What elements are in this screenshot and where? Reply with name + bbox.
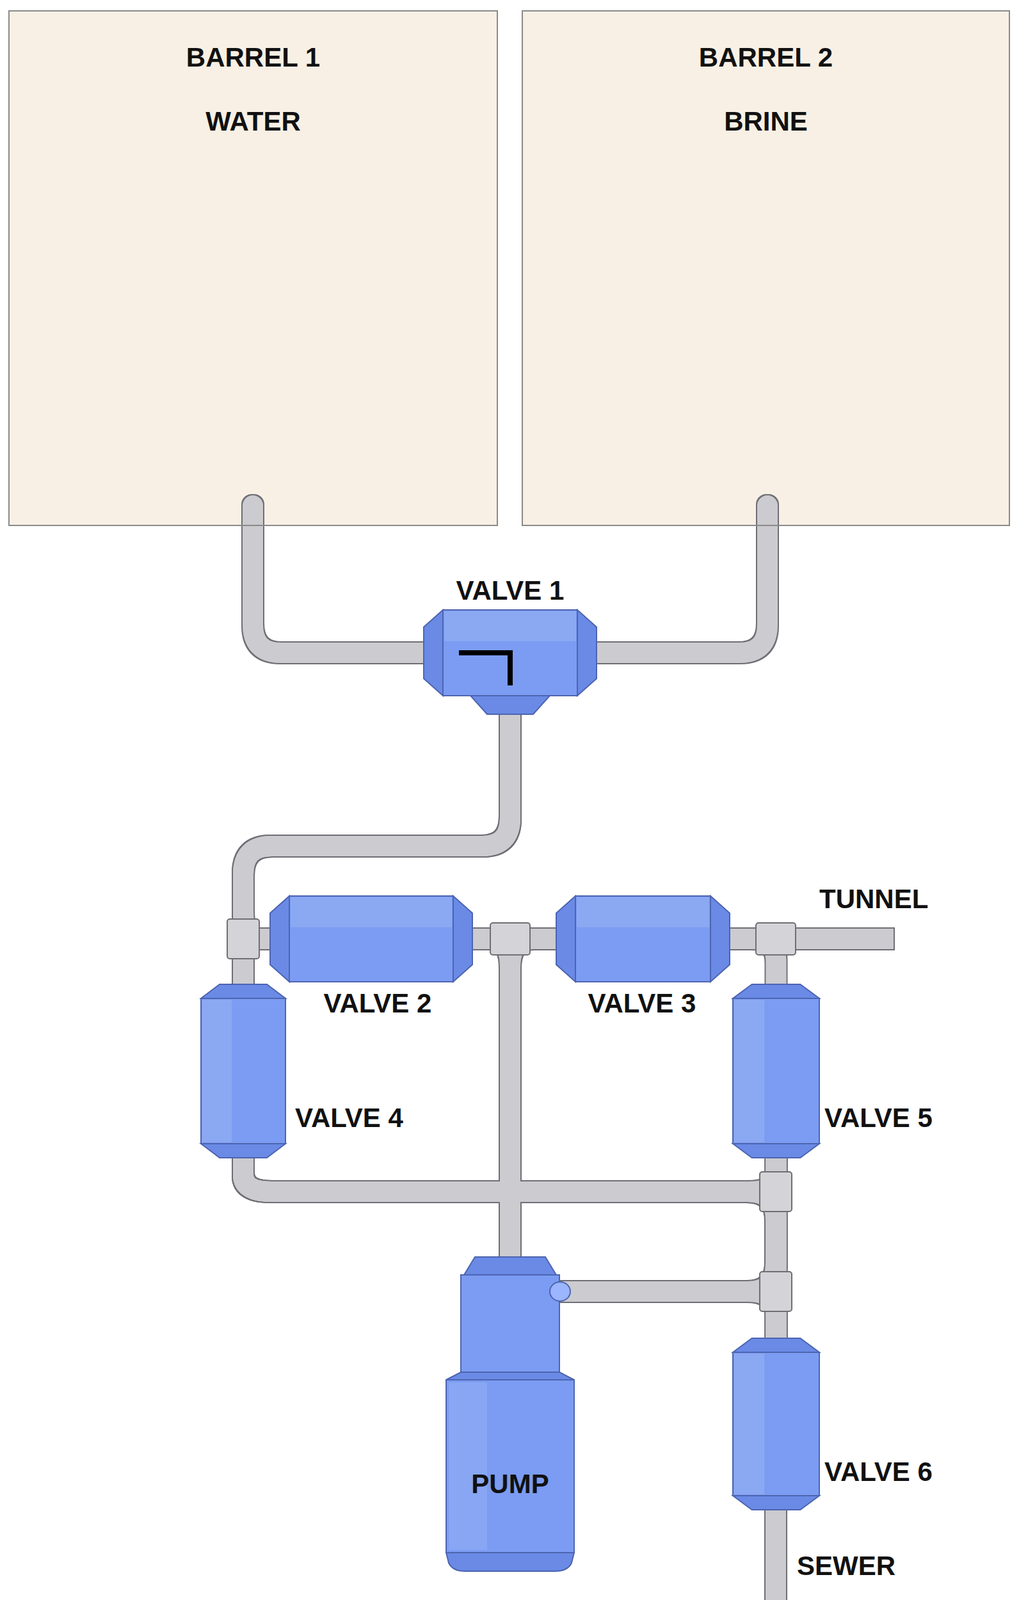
pump-base [446, 1552, 575, 1572]
pipe-tee [759, 1271, 792, 1312]
pipe-group [243, 505, 894, 1600]
valve-highlight [576, 897, 710, 928]
valve-cap [556, 896, 576, 982]
pipe-connector [596, 526, 768, 653]
valve-highlight [444, 611, 577, 642]
valve: VALVE 6 [732, 1338, 820, 1510]
valve-cap [732, 1143, 820, 1158]
component-shape [446, 1257, 575, 1572]
component-shape [556, 896, 730, 982]
valve-body [200, 998, 286, 1144]
pipe-connector [574, 1157, 777, 1292]
pump-motor [460, 1275, 560, 1373]
pipe-connector [243, 714, 511, 985]
valve-body [289, 896, 454, 982]
valve-body [442, 609, 578, 696]
valve: VALVE 3 [556, 896, 730, 982]
valve-cap [577, 609, 597, 696]
valve-label: VALVE 5 [824, 1103, 933, 1133]
pipe-tee [755, 922, 796, 955]
valve-cap [732, 984, 820, 999]
component-shape [732, 984, 820, 1158]
valve: VALVE 2 [270, 896, 473, 982]
component-shape [732, 1338, 820, 1510]
barrel-name: BARREL 2 [522, 42, 1009, 73]
valve-highlight [734, 1353, 765, 1495]
valve-label: VALVE 1 [456, 576, 565, 606]
barrel-tank: BARREL 2 BRINE [521, 10, 1011, 527]
valve: VALVE 4 [200, 984, 286, 1158]
barrel-fill [521, 10, 1011, 527]
valve-cap [710, 896, 730, 982]
barrel-content: WATER [9, 106, 497, 137]
valve-cap [200, 984, 286, 999]
valve-highlight [290, 897, 452, 928]
component-shape [200, 984, 286, 1158]
pipe-connector [574, 1291, 777, 1339]
valve: VALVE 5 [732, 984, 820, 1158]
valve-label: VALVE 2 [323, 988, 433, 1019]
barrel-fill [8, 10, 498, 527]
valve-cap [732, 1338, 820, 1353]
pipe-stub [242, 505, 264, 527]
valve-cap [470, 695, 550, 715]
valve-body [732, 998, 820, 1144]
pipe-connector [252, 526, 424, 653]
barrel-name: BARREL 1 [9, 42, 497, 73]
valve-cap [732, 1495, 820, 1510]
component-shape [270, 896, 473, 982]
outlet-label: TUNNEL [819, 884, 929, 915]
pump-shoulder [446, 1372, 575, 1381]
component-shape [423, 609, 597, 715]
valve-cap [200, 1143, 286, 1158]
pipe-connector [510, 938, 557, 1258]
sewer-pipe [765, 1504, 787, 1600]
valve-body [732, 1352, 820, 1496]
pump-highlight [448, 1382, 488, 1551]
pipe-tee [227, 919, 260, 959]
pipe-tee [490, 922, 530, 955]
drain-label: SEWER [796, 1551, 896, 1581]
pump-label: PUMP [446, 1469, 575, 1500]
pump-dome [464, 1257, 557, 1276]
valve: VALVE 1 [423, 609, 597, 715]
valve-cap [453, 896, 473, 982]
valve-cap [270, 896, 290, 982]
pipe-connector [243, 1157, 776, 1292]
valve-cap [423, 609, 443, 696]
valve-label: VALVE 4 [295, 1103, 404, 1133]
valve-body [575, 896, 711, 982]
valve-highlight [734, 999, 765, 1143]
valve-label: VALVE 6 [824, 1457, 933, 1487]
valve-label: VALVE 3 [588, 988, 697, 1019]
valve-highlight [202, 999, 232, 1143]
barrel-tank: BARREL 1 WATER [8, 10, 498, 527]
pump-unit: PUMP [446, 1257, 575, 1572]
barrel-content: BRINE [522, 106, 1009, 137]
pump-outlet [549, 1282, 571, 1302]
pipe-stub [757, 505, 778, 527]
valve-handle-mark [458, 652, 511, 686]
pipe-tee [759, 1171, 792, 1212]
pump-body [446, 1380, 575, 1553]
